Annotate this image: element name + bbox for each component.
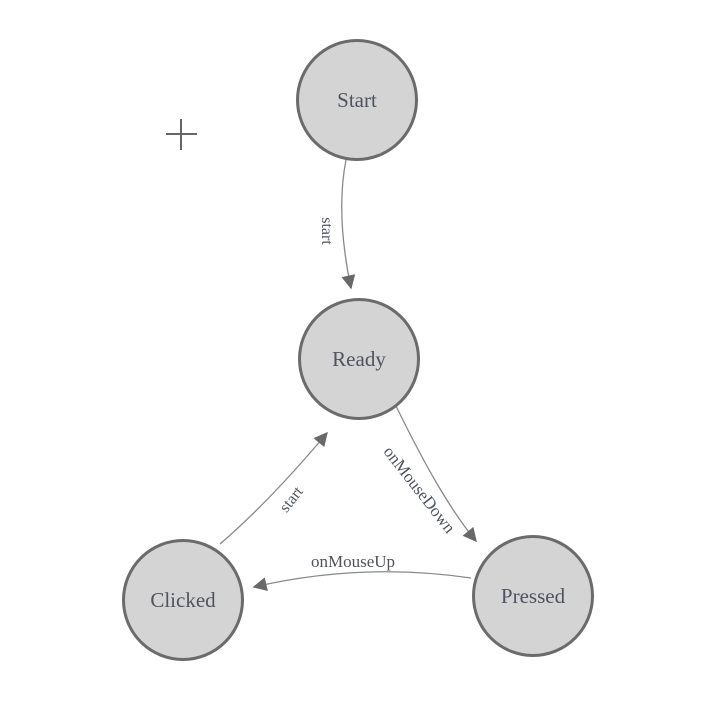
state-node-pressed-label: Pressed <box>500 583 566 608</box>
edge-pressed-to-clicked[interactable] <box>252 571 472 591</box>
crosshair-icon <box>166 119 197 150</box>
state-node-clicked[interactable]: Clicked <box>122 539 244 661</box>
state-node-start-label: Start <box>337 87 377 112</box>
state-node-ready[interactable]: Ready <box>298 298 420 420</box>
state-node-pressed[interactable]: Pressed <box>472 535 594 657</box>
edge-ready-to-pressed[interactable] <box>395 405 477 543</box>
edge-start-to-ready[interactable] <box>341 159 356 290</box>
state-node-start[interactable]: Start <box>296 39 418 161</box>
state-node-clicked-label: Clicked <box>150 587 216 612</box>
state-node-ready-label: Ready <box>332 346 386 371</box>
edge-clicked-to-ready[interactable] <box>219 431 328 545</box>
